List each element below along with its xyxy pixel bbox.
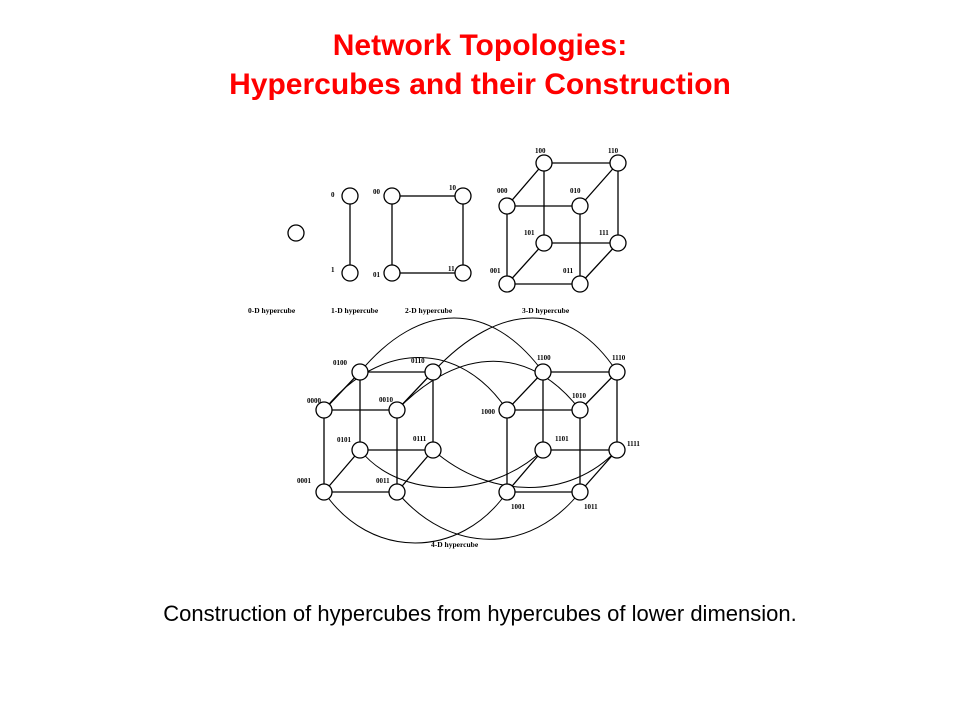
- slide-caption: Construction of hypercubes from hypercub…: [163, 601, 797, 626]
- label-3d-001: 001: [490, 267, 501, 275]
- label-3d-100: 100: [535, 147, 546, 155]
- label-3d-011: 011: [563, 267, 574, 275]
- hypercube-0d: [287, 224, 305, 242]
- node-3d-100: [535, 154, 553, 172]
- label-4d-0111: 0111: [413, 435, 427, 443]
- label-4d-0000: 0000: [307, 397, 322, 405]
- label-2d-11: 11: [448, 265, 455, 273]
- label-2d-01: 01: [373, 271, 381, 279]
- node-4d-1010: [571, 401, 589, 419]
- node-2d-00: [383, 187, 401, 205]
- subcaption-0d: 0-D hypercube: [248, 306, 296, 315]
- hypercube-3d: 100 110 000 010 101 111 001 011: [490, 147, 627, 293]
- node-4d-0111: [424, 441, 442, 459]
- subcube-right: [506, 371, 618, 493]
- node-4d-0000: [315, 401, 333, 419]
- label-4d-0011: 0011: [376, 477, 390, 485]
- node-3d-110: [609, 154, 627, 172]
- node-4d-1111: [608, 441, 626, 459]
- hypercube-4d: 0100 0110 0000 0010 0101 0111 0001 0011 …: [297, 317, 640, 549]
- node-4d-0110: [424, 363, 442, 381]
- node-2d-01: [383, 264, 401, 282]
- node-4d-1101: [534, 441, 552, 459]
- subcaption-3d: 3-D hypercube: [522, 306, 570, 315]
- node-3d-010: [571, 197, 589, 215]
- node-4d-1011: [571, 483, 589, 501]
- label-1d-0: 0: [331, 191, 335, 199]
- label-4d-1101: 1101: [555, 435, 569, 443]
- subcaption-1d: 1-D hypercube: [331, 306, 379, 315]
- node-4d-0100: [351, 363, 369, 381]
- node-4d-1110: [608, 363, 626, 381]
- label-2d-00: 00: [373, 188, 381, 196]
- label-3d-110: 110: [608, 147, 619, 155]
- hypercube-2d: 00 10 01 11: [373, 184, 472, 282]
- node-3d-111: [609, 234, 627, 252]
- subcube-left: [323, 371, 434, 493]
- node-4d-0011: [388, 483, 406, 501]
- node-4d-0001: [315, 483, 333, 501]
- subcaption-2d: 2-D hypercube: [405, 306, 453, 315]
- subcaptions: 0-D hypercube 1-D hypercube 2-D hypercub…: [248, 306, 570, 315]
- label-1d-1: 1: [331, 266, 335, 274]
- label-3d-000: 000: [497, 187, 508, 195]
- node-4d-0010: [388, 401, 406, 419]
- node-1d-1: [341, 264, 359, 282]
- node-4d-0101: [351, 441, 369, 459]
- label-3d-101: 101: [524, 229, 535, 237]
- label-4d-0010: 0010: [379, 396, 394, 404]
- node-2d-10: [454, 187, 472, 205]
- label-4d-1011: 1011: [584, 503, 598, 511]
- node-1d-0: [341, 187, 359, 205]
- cross-arcs: [323, 317, 618, 544]
- edges-2d: [391, 195, 464, 274]
- label-4d-1010: 1010: [572, 392, 587, 400]
- node-4d-1100: [534, 363, 552, 381]
- node-3d-101: [535, 234, 553, 252]
- label-4d-0101: 0101: [337, 436, 352, 444]
- node-3d-011: [571, 275, 589, 293]
- node-2d-11: [454, 264, 472, 282]
- title-line-2: Hypercubes and their Construction: [229, 68, 731, 101]
- label-4d-0001: 0001: [297, 477, 312, 485]
- node-4d-1001: [498, 483, 516, 501]
- node-3d-001: [498, 275, 516, 293]
- label-4d-1000: 1000: [481, 408, 496, 416]
- label-3d-111: 111: [599, 229, 609, 237]
- label-4d-1100: 1100: [537, 354, 551, 362]
- label-4d-1111: 1111: [627, 440, 640, 448]
- label-2d-10: 10: [449, 184, 457, 192]
- slide-title: Network Topologies: Hypercubes and their…: [0, 26, 960, 104]
- label-4d-1110: 1110: [612, 354, 626, 362]
- label-4d-1001: 1001: [511, 503, 526, 511]
- label-4d-0100: 0100: [333, 359, 348, 367]
- node-0d: [287, 224, 305, 242]
- node-4d-1000: [498, 401, 516, 419]
- hypercube-1d: 0 1: [331, 187, 359, 282]
- label-3d-010: 010: [570, 187, 581, 195]
- title-line-1: Network Topologies:: [332, 29, 628, 62]
- subcaption-4d: 4-D hypercube: [431, 540, 479, 549]
- node-3d-000: [498, 197, 516, 215]
- label-4d-0110: 0110: [411, 357, 425, 365]
